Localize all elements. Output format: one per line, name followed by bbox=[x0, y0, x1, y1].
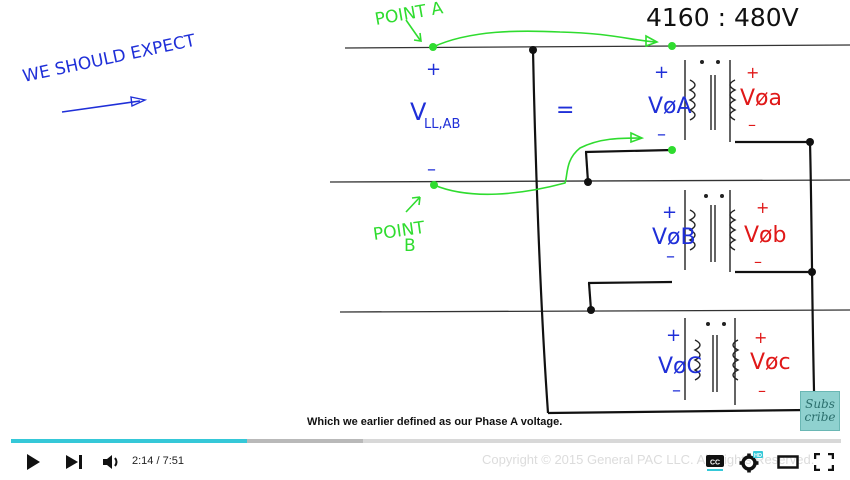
theater-mode-button[interactable] bbox=[773, 447, 803, 477]
gear-icon: HD bbox=[739, 451, 763, 473]
volume-button[interactable] bbox=[97, 447, 127, 477]
captions-button[interactable]: CC bbox=[701, 447, 729, 477]
primary-a-plus: + bbox=[654, 62, 669, 83]
transformer-b bbox=[684, 190, 737, 272]
equals-sign: = bbox=[556, 98, 574, 123]
primary-c-label: VøC bbox=[658, 354, 702, 379]
v-ll-ab-subscript: LL,AB bbox=[424, 117, 460, 132]
secondary-a-plus: + bbox=[746, 63, 759, 82]
svg-text:CC: CC bbox=[710, 460, 720, 467]
secondary-c-plus: + bbox=[754, 328, 767, 347]
primary-c-plus: + bbox=[666, 325, 681, 346]
cc-icon: CC bbox=[706, 455, 724, 471]
secondary-a-label: Vøa bbox=[740, 86, 782, 111]
point-a-plus: + bbox=[426, 59, 441, 80]
green-points bbox=[429, 42, 676, 189]
player-controls: 2:14 / 7:51 CC HD bbox=[0, 447, 850, 477]
subscribe-watermark-button[interactable]: Subs cribe bbox=[800, 391, 840, 431]
secondary-b-minus: – bbox=[754, 252, 762, 271]
time-display: 2:14 / 7:51 bbox=[132, 455, 184, 467]
transformer-a bbox=[684, 60, 737, 142]
point-b-minus: – bbox=[427, 159, 436, 180]
transformer-c bbox=[684, 318, 740, 405]
next-icon bbox=[66, 455, 82, 469]
point-b-label: POINT bbox=[372, 218, 427, 245]
primary-b-minus: – bbox=[666, 246, 675, 267]
progress-played bbox=[11, 439, 247, 443]
green-annotations bbox=[405, 19, 659, 213]
point-b-letter: B bbox=[404, 236, 416, 256]
settings-button[interactable]: HD bbox=[736, 447, 766, 477]
fullscreen-button[interactable] bbox=[809, 447, 839, 477]
expect-arrow bbox=[61, 100, 141, 113]
theater-icon bbox=[777, 455, 799, 469]
whiteboard-canvas: WE SHOULD EXPECT POINT A POINT B 4160 : … bbox=[21, 0, 850, 431]
we-should-expect-text: WE SHOULD EXPECT bbox=[21, 31, 198, 87]
progress-bar[interactable] bbox=[11, 439, 841, 443]
polarity-dots bbox=[700, 60, 726, 326]
play-button[interactable] bbox=[18, 447, 48, 477]
primary-b-plus: + bbox=[662, 202, 677, 223]
primary-c-minus: – bbox=[672, 380, 681, 401]
secondary-b-label: Vøb bbox=[744, 223, 786, 248]
secondary-b-plus: + bbox=[756, 198, 769, 217]
subtitle-caption: Which we earlier defined as our Phase A … bbox=[303, 415, 567, 429]
secondary-c-label: Vøc bbox=[750, 350, 791, 375]
primary-a-label: VøA bbox=[648, 94, 692, 119]
wiring bbox=[531, 49, 817, 431]
primary-b-label: VøB bbox=[652, 225, 696, 250]
secondary-a-minus: – bbox=[748, 115, 756, 134]
fullscreen-icon bbox=[814, 453, 834, 471]
voltage-ratio: 4160 : 480V bbox=[646, 3, 799, 32]
copyright-watermark: Copyright © 2015 General PAC LLC. All Ri… bbox=[482, 452, 815, 467]
play-icon bbox=[27, 454, 40, 470]
hd-badge: HD bbox=[754, 453, 762, 459]
next-button[interactable] bbox=[60, 447, 90, 477]
subscribe-line-2: cribe bbox=[804, 410, 836, 424]
volume-icon bbox=[103, 455, 118, 469]
secondary-c-minus: – bbox=[758, 381, 766, 400]
v-ll-ab-label: V bbox=[410, 98, 427, 126]
primary-a-minus: – bbox=[657, 124, 666, 145]
subscribe-line-1: Subs bbox=[805, 397, 835, 411]
